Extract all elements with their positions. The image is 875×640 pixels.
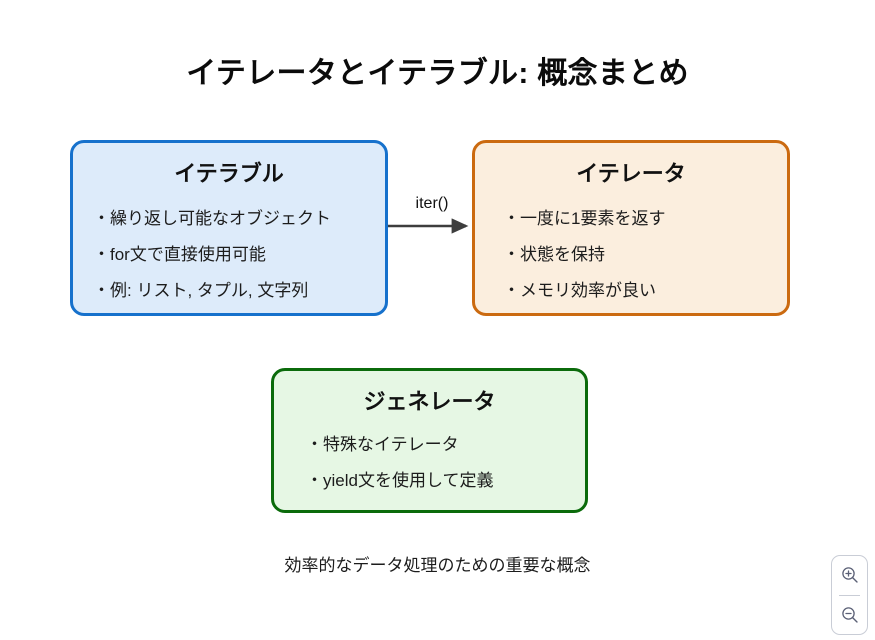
bullet-marker: ・: [93, 245, 110, 264]
bullet-marker: ・: [503, 209, 520, 228]
list-item-label: 状態を保持: [520, 245, 605, 264]
node-generator[interactable]: ジェネレータ ・特殊なイテレータ ・yield文を使用して定義: [271, 368, 588, 513]
list-item-label: for文で直接使用可能: [110, 245, 266, 264]
node-generator-title: ジェネレータ: [363, 389, 496, 414]
list-item: ・例: リスト, タプル, 文字列: [93, 273, 385, 309]
list-item-label: 特殊なイテレータ: [323, 435, 459, 454]
bullet-marker: ・: [93, 209, 110, 228]
list-item: ・状態を保持: [503, 237, 787, 273]
bullet-marker: ・: [503, 245, 520, 264]
list-item: ・繰り返し可能なオブジェクト: [93, 201, 385, 237]
edge-label-iter: iter(): [415, 195, 449, 212]
list-item-label: メモリ効率が良い: [520, 281, 656, 300]
zoom-controls-panel: [831, 555, 868, 635]
list-item: ・for文で直接使用可能: [93, 237, 385, 273]
list-item: ・特殊なイテレータ: [306, 427, 585, 463]
zoom-controls-divider: [839, 594, 860, 596]
node-iterable-title: イテラブル: [174, 161, 284, 186]
zoom-out-icon: [840, 605, 860, 625]
node-generator-bullets: ・特殊なイテレータ ・yield文を使用して定義: [274, 427, 585, 499]
zoom-in-button[interactable]: [832, 556, 868, 595]
bullet-marker: ・: [503, 281, 520, 300]
edge-arrow-iterable-to-iterator: [388, 218, 469, 234]
list-item-label: 例: リスト, タプル, 文字列: [110, 281, 309, 300]
diagram-caption: 効率的なデータ処理のための重要な概念: [284, 556, 591, 575]
list-item-label: 一度に1要素を返す: [520, 209, 666, 228]
list-item-label: 繰り返し可能なオブジェクト: [110, 209, 331, 228]
node-iterator-bullets: ・一度に1要素を返す ・状態を保持 ・メモリ効率が良い: [475, 201, 787, 309]
node-iterator[interactable]: イテレータ ・一度に1要素を返す ・状態を保持 ・メモリ効率が良い: [472, 140, 790, 316]
list-item: ・yield文を使用して定義: [306, 463, 585, 499]
zoom-in-icon: [840, 565, 860, 585]
list-item: ・メモリ効率が良い: [503, 273, 787, 309]
node-iterator-title: イテレータ: [576, 161, 686, 186]
bullet-marker: ・: [93, 281, 110, 300]
bullet-marker: ・: [306, 471, 323, 490]
node-iterable-bullets: ・繰り返し可能なオブジェクト ・for文で直接使用可能 ・例: リスト, タプル…: [73, 201, 385, 309]
list-item: ・一度に1要素を返す: [503, 201, 787, 237]
node-iterable[interactable]: イテラブル ・繰り返し可能なオブジェクト ・for文で直接使用可能 ・例: リス…: [70, 140, 388, 316]
zoom-out-button[interactable]: [832, 595, 868, 634]
list-item-label: yield文を使用して定義: [323, 471, 494, 490]
bullet-marker: ・: [306, 435, 323, 454]
page-title: イテレータとイテラブル: 概念まとめ: [186, 57, 689, 90]
